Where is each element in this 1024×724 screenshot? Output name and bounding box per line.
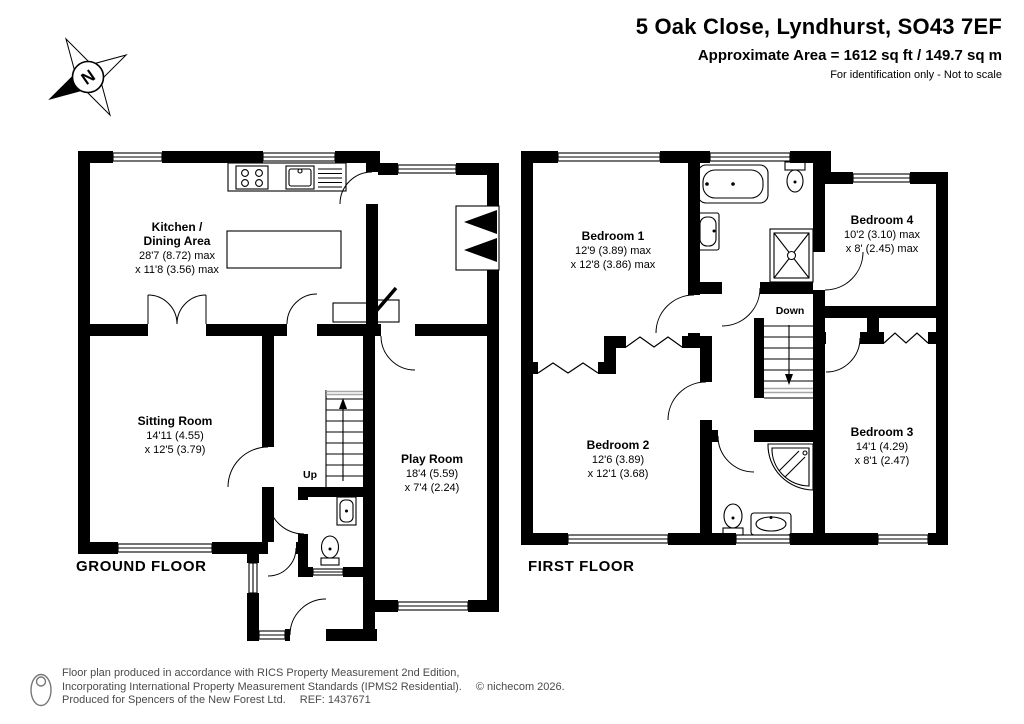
- first-floor-label: FIRST FLOOR: [528, 558, 635, 575]
- footer-line2: Incorporating International Property Mea…: [62, 680, 462, 693]
- shower-room-fixtures: [722, 443, 814, 536]
- room-dim-play-2: x 7'4 (2.24): [405, 482, 460, 494]
- basin-icon: [696, 212, 720, 251]
- first-windows: [537, 151, 929, 545]
- ground-floor-plan: Up Kitchen / Dining Area 28'7 (8.72) max…: [76, 151, 500, 641]
- toilet-icon: [722, 503, 744, 536]
- ground-stairs: Up: [303, 390, 363, 487]
- kitchen-island: [226, 230, 342, 269]
- compass-north-icon: N: [48, 37, 128, 117]
- ground-room-labels: Kitchen / Dining Area 28'7 (8.72) max x …: [135, 220, 463, 494]
- room-label-bedroom4: Bedroom 4: [851, 213, 914, 227]
- room-label-sitting: Sitting Room: [138, 414, 213, 428]
- footer-line2-row: Incorporating International Property Mea…: [62, 681, 565, 695]
- first-openings: [538, 252, 928, 442]
- cupboard-door: [370, 286, 398, 318]
- stairs-down-arrow: [785, 374, 793, 385]
- ground-wc-fixtures: [320, 496, 357, 566]
- room-dim-bedroom2-2: x 12'1 (3.68): [588, 468, 649, 480]
- footer-line1: Floor plan produced in accordance with R…: [62, 667, 460, 679]
- ground-windows: [112, 151, 469, 641]
- footer-line3-row: Produced for Spencers of the New Forest …: [62, 694, 565, 708]
- footer-line3: Produced for Spencers of the New Forest …: [62, 694, 286, 706]
- room-dim-bedroom1-2: x 12'8 (3.86) max: [571, 259, 656, 271]
- room-dim-bedroom1-1: 12'9 (3.89) max: [575, 245, 652, 257]
- hob-icon: [235, 165, 269, 190]
- room-dim-bedroom3-1: 14'1 (4.29): [856, 441, 908, 453]
- room-label-bedroom1: Bedroom 1: [582, 229, 645, 243]
- property-address: 5 Oak Close, Lyndhurst, SO43 7EF: [635, 14, 1002, 39]
- room-dim-kitchen-2: x 11'8 (3.56) max: [135, 264, 219, 276]
- first-stairs: Down: [764, 305, 813, 399]
- first-doors: [655, 251, 864, 473]
- bathtub-icon: [697, 164, 769, 204]
- room-label-bedroom3: Bedroom 3: [851, 425, 914, 439]
- nichecom-logo-icon: [30, 673, 52, 707]
- corner-shower-icon: [767, 443, 814, 491]
- room-dim-sitting-2: x 12'5 (3.79): [145, 444, 206, 456]
- kitchen-counter: [227, 162, 347, 192]
- compass-star: N: [48, 37, 128, 117]
- approximate-area: Approximate Area = 1612 sq ft / 149.7 sq…: [697, 47, 1002, 64]
- ground-openings: [148, 172, 499, 641]
- first-floor-plan: Down Bedroom 1 12'9 (3.89) max x 12'8 (3…: [521, 151, 948, 575]
- room-label-kitchen-2: Dining Area: [144, 234, 211, 248]
- shower-icon: [769, 228, 814, 283]
- room-dim-kitchen-1: 28'7 (8.72) max: [139, 250, 216, 262]
- room-dim-sitting-1: 14'11 (4.55): [146, 430, 204, 442]
- header: 5 Oak Close, Lyndhurst, SO43 7EF Approxi…: [636, 14, 1002, 81]
- footer-ref: REF: 1437671: [299, 694, 371, 706]
- toilet-icon: [320, 535, 340, 566]
- room-label-play: Play Room: [401, 452, 463, 466]
- stairs-down-label: Down: [776, 305, 805, 317]
- basin-icon: [336, 496, 357, 526]
- first-walls: [521, 151, 948, 545]
- room-dim-bedroom4-2: x 8' (2.45) max: [846, 243, 919, 255]
- room-dim-bedroom2-1: 12'6 (3.89): [592, 454, 644, 466]
- stairs-up-label: Up: [303, 469, 317, 481]
- ground-floor-label: GROUND FLOOR: [76, 558, 207, 575]
- identification-note: For identification only - Not to scale: [830, 69, 1002, 81]
- basin-icon: [750, 512, 792, 536]
- first-room-labels: Bedroom 1 12'9 (3.89) max x 12'8 (3.86) …: [571, 213, 921, 480]
- entry-angled-door: [455, 205, 500, 271]
- footer-copyright: © nichecom 2026.: [475, 680, 565, 693]
- stairs-up-arrow: [339, 398, 347, 409]
- bathroom-fixtures: [696, 161, 814, 283]
- room-label-kitchen: Kitchen /: [152, 220, 203, 234]
- toilet-icon: [784, 161, 806, 193]
- room-dim-bedroom4-1: 10'2 (3.10) max: [844, 229, 921, 241]
- kitchen-fixtures: [226, 162, 400, 323]
- footer: Floor plan produced in accordance with R…: [62, 667, 565, 708]
- room-dim-play-1: 18'4 (5.59): [406, 468, 458, 480]
- room-dim-bedroom3-2: x 8'1 (2.47): [855, 455, 910, 467]
- room-label-bedroom2: Bedroom 2: [587, 438, 650, 452]
- sink-icon: [285, 165, 342, 190]
- ground-doors: [147, 171, 416, 636]
